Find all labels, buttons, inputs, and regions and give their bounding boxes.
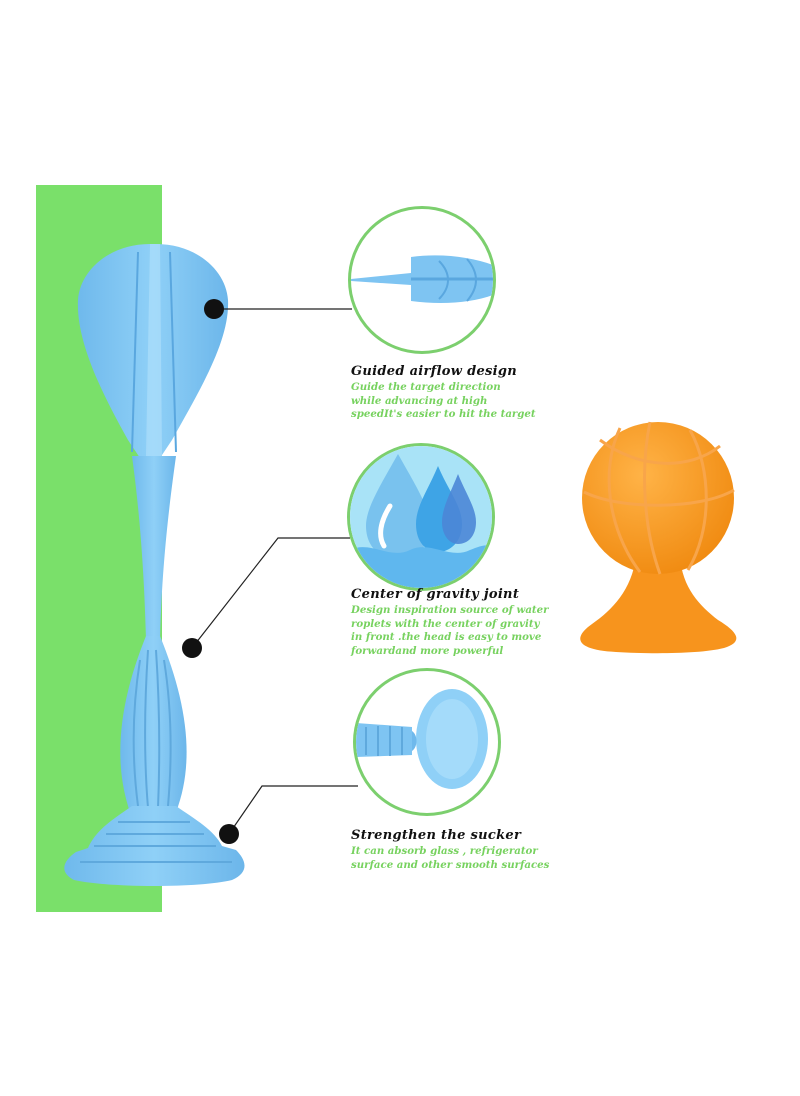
callout-dot-joint	[182, 638, 202, 658]
water-drop-icon	[350, 446, 492, 588]
feature-description: It can absorb glass , refrigerator surfa…	[351, 845, 550, 871]
feature-strengthen-sucker: Strengthen the sucker It can absorb glas…	[351, 828, 581, 872]
callout-dot-sucker	[219, 824, 239, 844]
feature-description: Design inspiration source of water rople…	[351, 604, 549, 657]
water-drop-circle	[347, 443, 495, 591]
callout-dot-head	[204, 299, 224, 319]
feature-guided-airflow: Guided airflow design Guide the target d…	[351, 364, 581, 422]
suction-cup-icon	[356, 689, 488, 789]
dart-fins-icon	[351, 255, 493, 303]
fins-closeup-circle	[348, 206, 496, 354]
feature-center-of-gravity: Center of gravity joint Design inspirati…	[351, 587, 581, 658]
feature-title: Strengthen the sucker	[351, 828, 522, 843]
feature-description: Guide the target direction while advanci…	[351, 381, 536, 420]
feature-title: Center of gravity joint	[351, 587, 520, 602]
suction-cup-circle	[353, 668, 501, 816]
feature-title: Guided airflow design	[351, 364, 518, 379]
